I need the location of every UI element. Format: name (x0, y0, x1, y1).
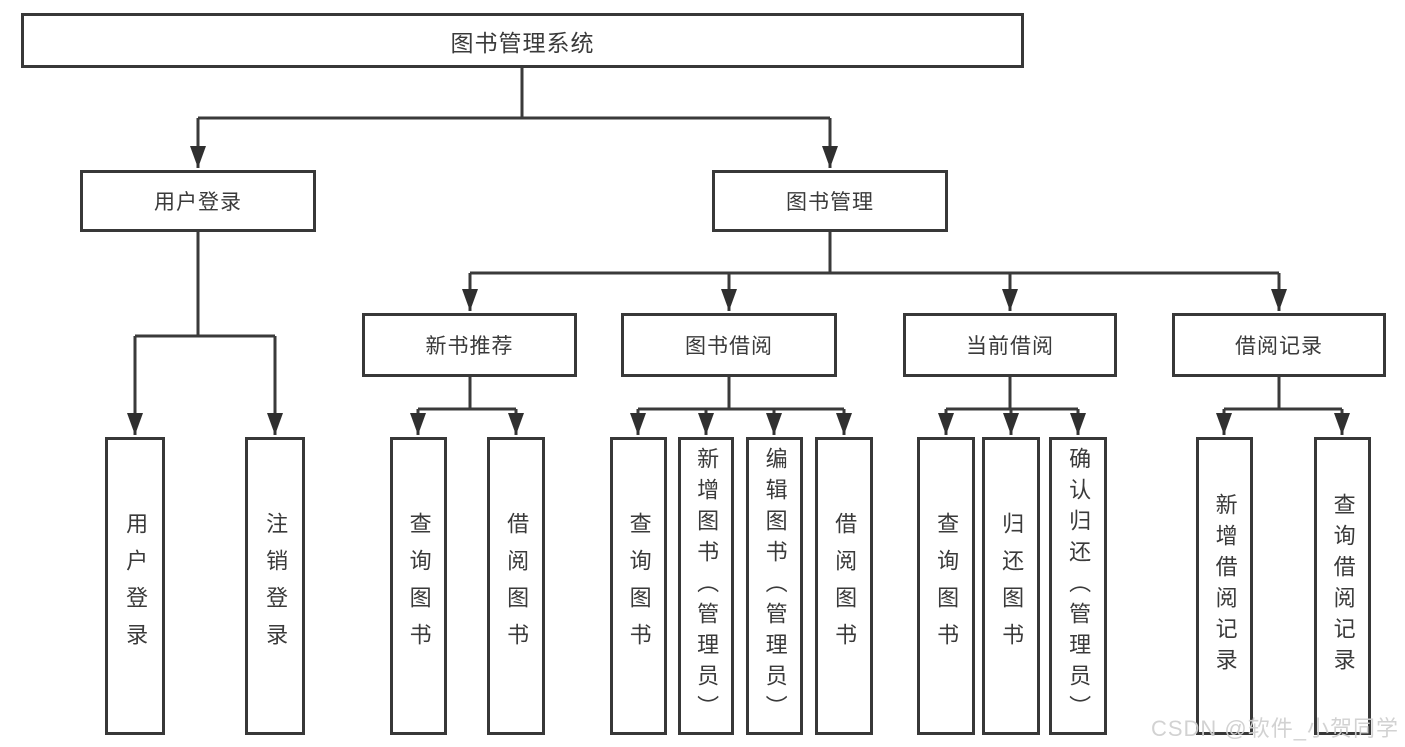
leaf-query-borrow-record: 查询借阅记录 (1314, 437, 1371, 735)
leaf-edit-books-admin: 编辑图书（管理员） (746, 437, 803, 735)
leaf-add-borrow-record: 新增借阅记录 (1196, 437, 1253, 735)
leaf-query-books-2: 查询图书 (610, 437, 667, 735)
leaf-confirm-return-admin: 确认归还（管理员） (1049, 437, 1107, 735)
node-borrowing-records: 借阅记录 (1172, 313, 1386, 377)
leaf-user-login: 用户登录 (105, 437, 165, 735)
watermark: CSDN @软件_小贺同学 (1150, 716, 1399, 741)
leaf-query-books-1: 查询图书 (390, 437, 447, 735)
leaf-query-books-3: 查询图书 (917, 437, 975, 735)
node-book-management: 图书管理 (712, 170, 948, 232)
leaf-add-books-admin: 新增图书（管理员） (678, 437, 734, 735)
leaf-logout: 注销登录 (245, 437, 305, 735)
leaf-borrow-books-1: 借阅图书 (487, 437, 545, 735)
leaf-return-books: 归还图书 (982, 437, 1040, 735)
leaf-borrow-books-2: 借阅图书 (815, 437, 873, 735)
node-book-borrowing: 图书借阅 (621, 313, 837, 377)
node-new-book-recommend: 新书推荐 (362, 313, 577, 377)
node-library-management-system: 图书管理系统 (21, 13, 1024, 68)
node-user-login: 用户登录 (80, 170, 316, 232)
node-current-borrowing: 当前借阅 (903, 313, 1117, 377)
